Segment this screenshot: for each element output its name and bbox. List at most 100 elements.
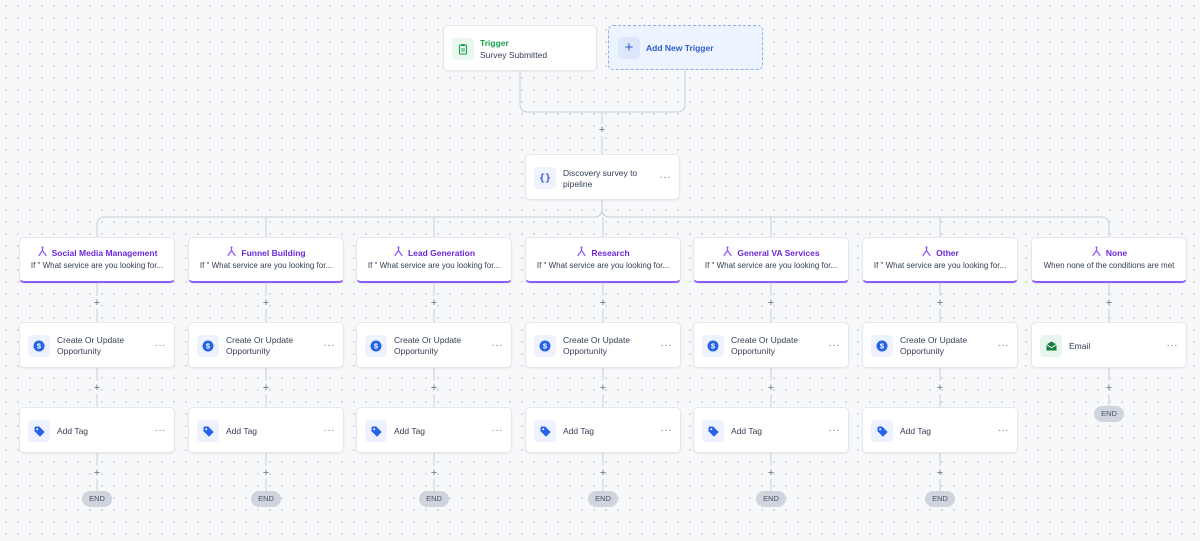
action-add-tag[interactable]: Add Tag ··· bbox=[188, 407, 344, 453]
action-label: Create Or Update Opportunity bbox=[394, 335, 462, 356]
tag-icon bbox=[365, 420, 387, 442]
add-step-button[interactable]: + bbox=[262, 467, 270, 479]
add-new-trigger-button[interactable]: + Add New Trigger bbox=[608, 25, 763, 70]
more-menu-icon[interactable]: ··· bbox=[828, 340, 840, 351]
add-step-button[interactable]: + bbox=[262, 297, 270, 309]
action-create-or-update-opportunity[interactable]: $ Create Or Update Opportunity ··· bbox=[356, 322, 512, 368]
action-label: Create Or Update Opportunity bbox=[731, 335, 799, 356]
add-step-button[interactable]: + bbox=[1105, 297, 1113, 309]
add-step-button[interactable]: + bbox=[93, 382, 101, 394]
action-add-tag[interactable]: Add Tag··· bbox=[862, 407, 1018, 453]
dollar-icon: $ bbox=[534, 335, 556, 357]
branch-condition: When none of the conditions are met bbox=[1043, 261, 1175, 270]
more-menu-icon[interactable]: ··· bbox=[660, 340, 672, 351]
add-step-button[interactable]: + bbox=[599, 467, 607, 479]
code-braces-icon: {} bbox=[534, 167, 556, 189]
branch-header: Research bbox=[526, 244, 680, 262]
more-menu-icon[interactable]: ··· bbox=[323, 340, 335, 351]
add-step-button[interactable]: + bbox=[430, 382, 438, 394]
branch-name: Social Media Management bbox=[51, 248, 158, 258]
trigger-node[interactable]: Trigger Survey Submitted bbox=[443, 25, 597, 71]
dollar-icon: $ bbox=[197, 335, 219, 357]
action-add-tag[interactable]: Add Tag··· bbox=[19, 407, 175, 453]
add-step-button[interactable]: + bbox=[1105, 382, 1113, 394]
action-create-or-update-opportunity[interactable]: $ Create Or Update Opportunity ··· bbox=[693, 322, 849, 368]
more-menu-icon[interactable]: ··· bbox=[491, 340, 503, 351]
branch-header: Funnel Building bbox=[189, 244, 343, 262]
add-step-button[interactable]: + bbox=[936, 297, 944, 309]
branch-condition: If " What service are you looking for... bbox=[873, 261, 1007, 270]
add-step-button[interactable]: + bbox=[936, 382, 944, 394]
plus-icon: + bbox=[618, 37, 640, 59]
trigger-event: Survey Submitted bbox=[480, 50, 548, 60]
branch-icon bbox=[576, 244, 587, 262]
action-label: Add Tag bbox=[226, 426, 258, 436]
action-label: Create Or Update Opportunity bbox=[57, 335, 125, 356]
trigger-title: Trigger bbox=[480, 38, 509, 48]
branch-icon bbox=[1091, 244, 1102, 262]
branch-other[interactable]: Other If " What service are you looking f… bbox=[862, 237, 1018, 283]
action-create-or-update-opportunity[interactable]: $Create Or Update Opportunity··· bbox=[19, 322, 175, 368]
add-step-button[interactable]: + bbox=[430, 297, 438, 309]
add-step-button[interactable]: + bbox=[936, 467, 944, 479]
more-menu-icon[interactable]: ··· bbox=[154, 425, 166, 436]
action-create-or-update-opportunity[interactable]: $ Create Or Update Opportunity ··· bbox=[525, 322, 681, 368]
more-menu-icon[interactable]: ··· bbox=[1166, 340, 1178, 351]
end-pill: END bbox=[925, 491, 955, 507]
add-step-button[interactable]: + bbox=[93, 467, 101, 479]
add-step-button[interactable]: + bbox=[430, 467, 438, 479]
add-step-button[interactable]: + bbox=[93, 297, 101, 309]
tag-icon bbox=[702, 420, 724, 442]
tag-icon bbox=[871, 420, 893, 442]
add-step-button[interactable]: + bbox=[599, 382, 607, 394]
svg-text:$: $ bbox=[374, 342, 379, 351]
more-menu-icon[interactable]: ··· bbox=[154, 340, 166, 351]
action-add-tag[interactable]: Add Tag ··· bbox=[356, 407, 512, 453]
action-label: Add Tag bbox=[731, 426, 763, 436]
branch-icon bbox=[921, 244, 932, 262]
add-step-button[interactable]: + bbox=[262, 382, 270, 394]
action-email[interactable]: Email··· bbox=[1031, 322, 1187, 368]
action-add-tag[interactable]: Add Tag ··· bbox=[693, 407, 849, 453]
end-pill: END bbox=[251, 491, 281, 507]
branch-name: None bbox=[1105, 248, 1128, 258]
end-pill: END bbox=[82, 491, 112, 507]
more-menu-icon[interactable]: ··· bbox=[491, 425, 503, 436]
more-menu-icon[interactable]: ··· bbox=[323, 425, 335, 436]
add-step-button[interactable]: + bbox=[599, 297, 607, 309]
add-step-button[interactable]: + bbox=[767, 467, 775, 479]
action-label: Create Or Update Opportunity bbox=[563, 335, 631, 356]
branch-name: Other bbox=[936, 248, 959, 258]
add-step-button[interactable]: + bbox=[767, 297, 775, 309]
action-add-tag[interactable]: Add Tag··· bbox=[525, 407, 681, 453]
add-step-button[interactable]: + bbox=[598, 124, 606, 136]
add-step-button[interactable]: + bbox=[767, 382, 775, 394]
dollar-icon: $ bbox=[871, 335, 893, 357]
svg-text:$: $ bbox=[711, 342, 716, 351]
action-label: Create Or Update Opportunity bbox=[900, 335, 968, 356]
more-menu-icon[interactable]: ··· bbox=[997, 340, 1009, 351]
add-trigger-label: Add New Trigger bbox=[646, 43, 714, 53]
branch-header: Social Media Management bbox=[20, 244, 174, 262]
action-create-or-update-opportunity[interactable]: $ Create Or Update Opportunity ··· bbox=[862, 322, 1018, 368]
action-create-or-update-opportunity[interactable]: $Create Or Update Opportunity··· bbox=[188, 322, 344, 368]
end-pill: END bbox=[756, 491, 786, 507]
more-menu-icon[interactable]: ··· bbox=[659, 172, 671, 183]
more-menu-icon[interactable]: ··· bbox=[997, 425, 1009, 436]
branch-header: Other bbox=[863, 244, 1017, 262]
action-label: Add Tag bbox=[394, 426, 426, 436]
clipboard-icon bbox=[452, 38, 474, 60]
discovery-label: Discovery survey to pipeline bbox=[563, 168, 638, 189]
more-menu-icon[interactable]: ··· bbox=[660, 425, 672, 436]
more-menu-icon[interactable]: ··· bbox=[828, 425, 840, 436]
branch-icon bbox=[226, 244, 237, 262]
discovery-node[interactable]: {} Discovery survey to pipeline ··· bbox=[525, 154, 680, 200]
branch-condition: If " What service are you looking for... bbox=[704, 261, 838, 270]
